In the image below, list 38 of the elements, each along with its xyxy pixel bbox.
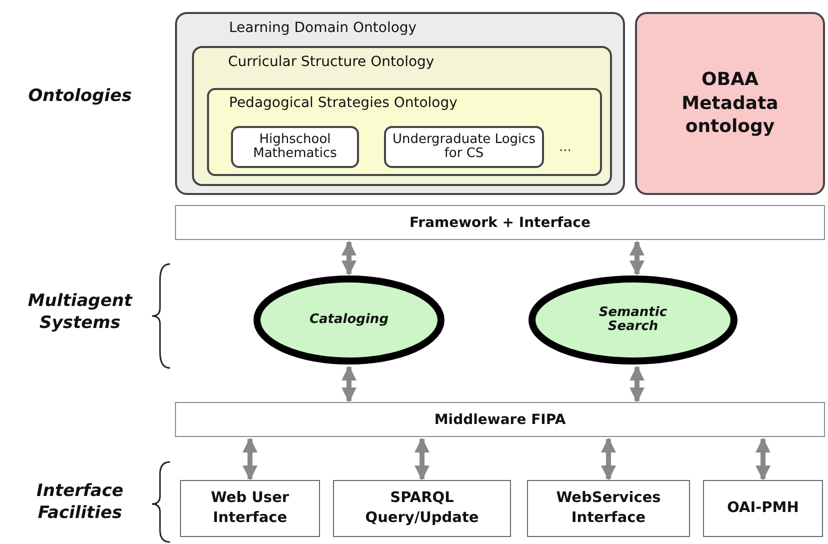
layer-label: Middleware FIPA <box>434 412 566 428</box>
ontology-container <box>207 88 602 176</box>
node-label: SPARQL Query/Update <box>364 488 480 528</box>
node-label: OAI-PMH <box>726 498 800 518</box>
double-arrow <box>630 366 644 402</box>
node-label: Undergraduate Logics for CS <box>391 132 537 162</box>
layer-bar <box>175 402 825 437</box>
node-label: OBAA Metadata ontology <box>680 68 780 139</box>
double-arrow <box>601 438 616 480</box>
layer-title: Multiagent Systems <box>26 290 134 334</box>
interface-box <box>333 480 511 537</box>
layer-title: Interface Facilities <box>36 480 124 524</box>
interface-box <box>527 480 690 537</box>
node-label: Web User Interface <box>210 488 290 528</box>
layer-label: Framework + Interface <box>410 214 590 230</box>
double-arrow <box>342 240 356 276</box>
ontology-box <box>231 126 359 168</box>
interface-box <box>180 480 320 537</box>
layer-bar <box>175 205 825 240</box>
ontology-container <box>175 12 625 195</box>
node-label: Semantic Search <box>598 306 668 334</box>
layer-title: Ontologies <box>27 85 133 108</box>
node-label: WebServices Interface <box>555 488 662 528</box>
node-label: Learning Domain Ontology <box>229 20 417 36</box>
double-arrow <box>242 438 258 480</box>
node-label: Highschool Mathematics <box>252 132 338 162</box>
ellipsis-text: ... <box>559 140 572 155</box>
ontology-container <box>192 46 612 186</box>
ontology-box <box>635 12 825 195</box>
double-arrow <box>756 438 770 480</box>
node-label: Cataloging <box>308 312 390 328</box>
interface-box <box>703 480 823 537</box>
double-arrow <box>630 240 644 276</box>
node-label: Pedagogical Strategies Ontology <box>229 95 458 111</box>
double-arrow <box>342 366 356 402</box>
node-label: Curricular Structure Ontology <box>228 54 434 70</box>
ontology-box <box>384 126 544 168</box>
double-arrow <box>414 438 430 480</box>
